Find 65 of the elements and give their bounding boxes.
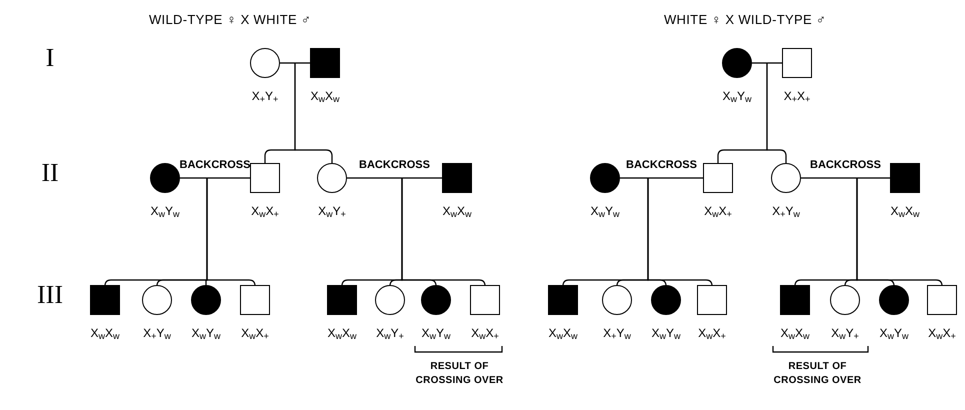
pedigree-line <box>401 178 486 287</box>
genotype-label: X$_{w}$X$_{w}$ <box>780 327 810 339</box>
genotype-label: X$_{w}$X$_{+}$ <box>698 327 726 339</box>
edge-label: BACKCROSS <box>357 160 432 171</box>
genotype-label: X$_{+}$Y$_{+}$ <box>252 90 278 102</box>
pedigree-line <box>180 177 250 179</box>
open-square-symbol <box>703 163 733 193</box>
open-square-symbol <box>470 285 500 315</box>
open-square-symbol <box>782 48 812 78</box>
genotype-label: X$_{w}$Y$_{+}$ <box>376 327 404 339</box>
filled-square-symbol <box>780 285 810 315</box>
pedigree-line <box>347 177 442 179</box>
generation-numeral: III <box>36 282 64 308</box>
genotype-label: X$_{w}$X$_{+}$ <box>471 327 499 339</box>
pedigree-line <box>280 62 310 64</box>
edge-label: BACKCROSS <box>624 160 699 171</box>
genotype-label: X$_{w}$X$_{w}$ <box>890 205 920 217</box>
filled-square-symbol <box>548 285 578 315</box>
filled-square-symbol <box>327 285 357 315</box>
note-text: RESULT OF CROSSING OVER <box>772 360 862 388</box>
filled-square-symbol <box>890 163 920 193</box>
genotype-label: X$_{+}$Y$_{w}$ <box>772 205 800 217</box>
genotype-label: X$_{w}$Y$_{w}$ <box>590 205 620 217</box>
genotype-label: X$_{+}$Y$_{w}$ <box>603 327 631 339</box>
genotype-label: X$_{w}$Y$_{w}$ <box>879 327 909 339</box>
genotype-label: X$_{w}$Y$_{+}$ <box>318 205 346 217</box>
genotype-label: X$_{w}$X$_{w}$ <box>90 327 120 339</box>
genotype-label: X$_{w}$X$_{w}$ <box>442 205 472 217</box>
pedigree-line <box>294 63 333 163</box>
edge-label: BACKCROSS <box>808 160 883 171</box>
genotype-label: X$_{+}$Y$_{w}$ <box>143 327 171 339</box>
genotype-label: X$_{w}$X$_{+}$ <box>241 327 269 339</box>
filled-square-symbol <box>90 285 120 315</box>
open-square-symbol <box>250 163 280 193</box>
pedigree-line <box>856 178 943 287</box>
genotype-label: X$_{w}$Y$_{w}$ <box>421 327 451 339</box>
genotype-label: X$_{w}$Y$_{w}$ <box>191 327 221 339</box>
open-square-symbol <box>927 285 957 315</box>
pedigree-line <box>766 63 787 163</box>
generation-numeral: I <box>44 45 56 71</box>
note-text: RESULT OF CROSSING OVER <box>414 360 504 388</box>
edge-label: BACKCROSS <box>178 160 252 171</box>
genotype-label: X$_{+}$X$_{+}$ <box>784 90 810 102</box>
cross-title: WILD-TYPE ♀ X WHITE ♂ <box>148 11 312 29</box>
genotype-label: X$_{w}$X$_{w}$ <box>310 90 340 102</box>
genotype-label: X$_{w}$X$_{+}$ <box>704 205 732 217</box>
pedigree-line <box>752 62 782 64</box>
genotype-label: X$_{w}$Y$_{w}$ <box>651 327 681 339</box>
genotype-label: X$_{w}$X$_{+}$ <box>928 327 956 339</box>
genotype-label: X$_{w}$Y$_{w}$ <box>150 205 180 217</box>
open-square-symbol <box>697 285 727 315</box>
genotype-label: X$_{w}$Y$_{w}$ <box>722 90 752 102</box>
generation-numeral: II <box>40 160 60 186</box>
pedigree-line <box>801 177 890 179</box>
filled-square-symbol <box>442 163 472 193</box>
genotype-label: X$_{w}$X$_{w}$ <box>327 327 357 339</box>
genotype-label: X$_{w}$X$_{w}$ <box>548 327 578 339</box>
genotype-label: X$_{w}$X$_{+}$ <box>251 205 279 217</box>
filled-square-symbol <box>310 48 340 78</box>
open-square-symbol <box>240 285 270 315</box>
pedigree-line <box>206 178 256 287</box>
cross-title: WHITE ♀ X WILD-TYPE ♂ <box>662 11 828 29</box>
pedigree-line <box>620 177 703 179</box>
genotype-label: X$_{w}$Y$_{+}$ <box>831 327 859 339</box>
pedigree-line <box>647 178 713 287</box>
